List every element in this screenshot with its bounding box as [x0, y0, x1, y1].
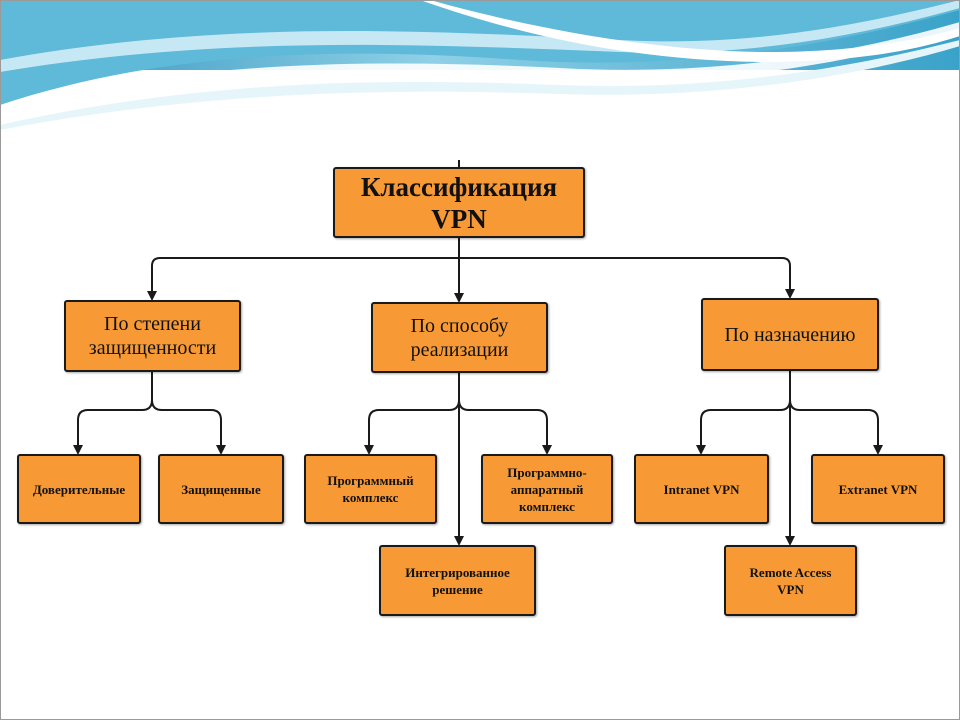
- leaf-trusted-node: Доверительные: [17, 454, 141, 524]
- leaf-secure-node: Защищенные: [158, 454, 284, 524]
- category-protection-node: По степени защищенности: [64, 300, 241, 372]
- leaf-trusted-label: Доверительные: [32, 481, 126, 497]
- category-protection-label: По степени защищенности: [88, 313, 217, 359]
- category-purpose-node: По назначению: [701, 298, 879, 371]
- leaf-remote-access-node: Remote Access VPN: [724, 545, 857, 616]
- leaf-software-label: Программный комплекс: [327, 473, 414, 505]
- wave-banner: [0, 0, 960, 130]
- leaf-integrated-node: Интегрированное решение: [379, 545, 536, 616]
- root-node: Классификация VPN: [333, 167, 585, 238]
- leaf-hardware-software-label: Программно- аппаратный комплекс: [507, 464, 587, 514]
- leaf-extranet-label: Extranet VPN: [838, 481, 918, 497]
- leaf-software-node: Программный комплекс: [304, 454, 437, 524]
- leaf-secure-label: Защищенные: [181, 481, 261, 497]
- leaf-intranet-node: Intranet VPN: [634, 454, 769, 524]
- leaf-hardware-software-node: Программно- аппаратный комплекс: [481, 454, 613, 524]
- leaf-intranet-label: Intranet VPN: [663, 481, 740, 497]
- category-purpose-label: По назначению: [724, 323, 856, 346]
- leaf-remote-access-label: Remote Access VPN: [749, 564, 832, 597]
- root-label: Классификация VPN: [360, 171, 558, 234]
- category-implementation-node: По способу реализации: [371, 302, 548, 373]
- leaf-extranet-node: Extranet VPN: [811, 454, 945, 524]
- leaf-integrated-label: Интегрированное решение: [405, 564, 510, 597]
- category-implementation-label: По способу реализации: [410, 314, 509, 361]
